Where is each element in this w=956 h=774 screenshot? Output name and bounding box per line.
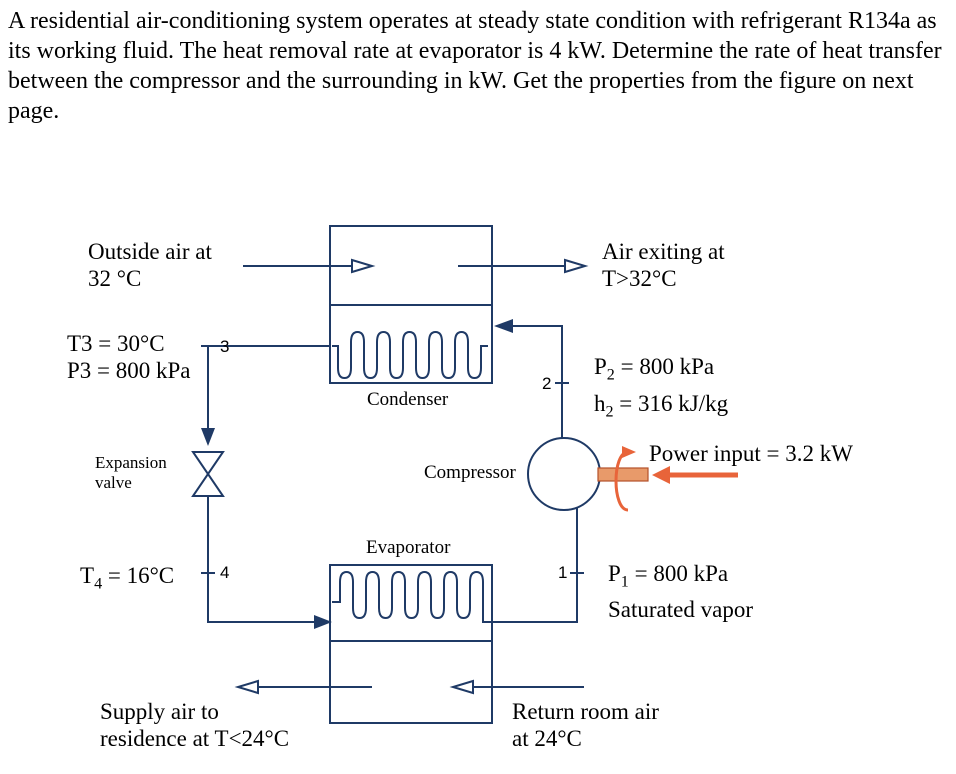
condenser-coil	[332, 330, 488, 380]
state-1-number: 1	[558, 563, 568, 582]
expansion-valve-icon	[191, 451, 225, 497]
compressor-circle	[527, 437, 601, 511]
flow-arrow-into-condenser	[494, 319, 513, 333]
t4-label: T4 = 16°C	[80, 563, 175, 593]
state-2-number: 2	[542, 374, 552, 393]
return-air-arrow	[449, 679, 474, 695]
evaporator-box	[329, 564, 493, 724]
air-exit-arrow	[564, 258, 589, 274]
condenser-label: Condenser	[367, 389, 449, 410]
flow-arrow-into-evaporator	[314, 615, 332, 629]
p1-label: P1 = 800 kPa	[608, 561, 729, 591]
state-3-number: 3	[220, 337, 230, 356]
problem-statement: A residential air-conditioning system op…	[8, 8, 942, 124]
p2-label: P2 = 800 kPa	[594, 354, 715, 384]
state-4-number: 4	[220, 563, 230, 582]
pipe-3-expansion	[207, 345, 330, 438]
rotation-arrowhead-icon	[622, 446, 636, 458]
compressor-label: Compressor	[424, 462, 516, 483]
compressor-shaft	[597, 467, 649, 482]
power-input-arrow	[652, 466, 670, 484]
pipe-compressor-2-condenser	[505, 325, 563, 438]
evaporator-label: Evaporator	[366, 537, 451, 558]
flow-arrow-to-expansion	[201, 428, 215, 446]
pipe-expansion-4-evaporator	[207, 495, 318, 623]
h2-label: h2 = 316 kJ/kg	[594, 391, 729, 421]
supply-air-arrow	[234, 679, 259, 695]
pipe-evaporator-1-compressor	[492, 495, 578, 623]
outside-air-arrow	[351, 258, 376, 274]
evaporator-coil	[332, 570, 492, 623]
power-input-label: Power input = 3.2 kW	[649, 441, 853, 466]
saturated-vapor-label: Saturated vapor	[608, 597, 753, 622]
